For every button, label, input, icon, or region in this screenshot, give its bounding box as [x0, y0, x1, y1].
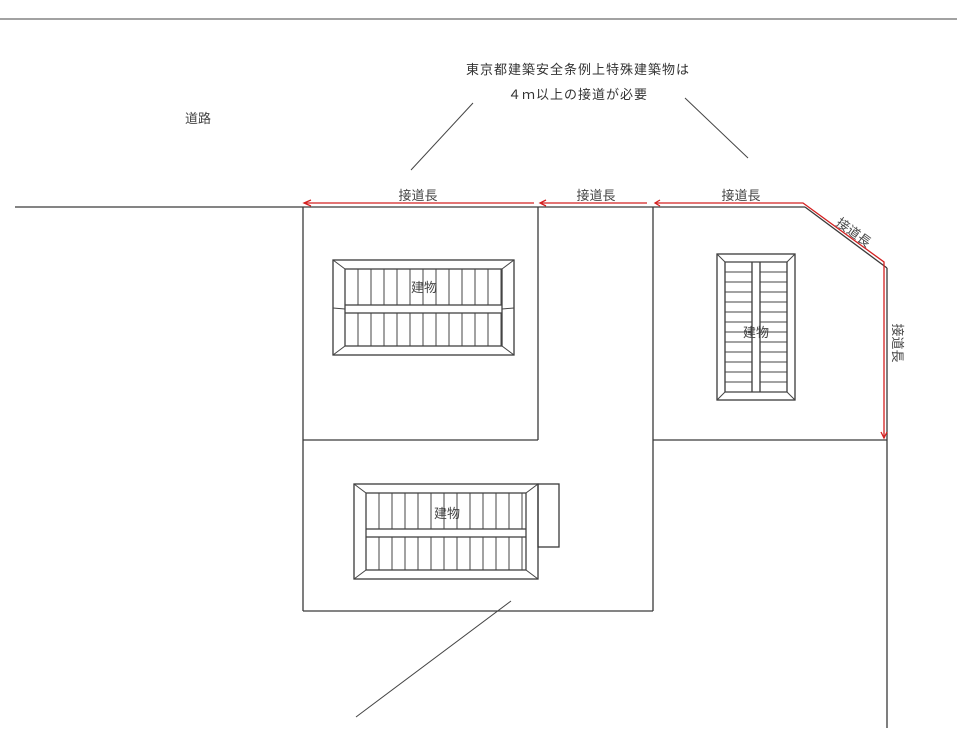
frontage-label-2: 接道長 — [576, 188, 615, 204]
building-label-1: 建物 — [411, 281, 437, 296]
note-line-2: ４ｍ以上の接道が必要 — [508, 87, 648, 103]
pointer-line-right — [684, 97, 749, 159]
building-3-roof — [353, 483, 560, 580]
building-1-roof — [332, 259, 515, 356]
building-label-3: 建物 — [434, 507, 460, 522]
frontage-label-3: 接道長 — [721, 188, 760, 204]
pointer-line-bottom — [355, 600, 512, 718]
frontage-label-1: 接道長 — [398, 188, 437, 204]
frontage-label-5: 接道長 — [889, 323, 905, 362]
frontage-dimension-lines — [302, 199, 888, 440]
building-2-roof — [716, 253, 796, 401]
building-label-2: 建物 — [743, 326, 769, 341]
road-label: 道路 — [185, 111, 211, 127]
note-line-1: 東京都建築安全条例上特殊建築物は — [466, 62, 690, 78]
lot-outlines — [302, 206, 888, 728]
pointer-line-left — [410, 102, 474, 171]
